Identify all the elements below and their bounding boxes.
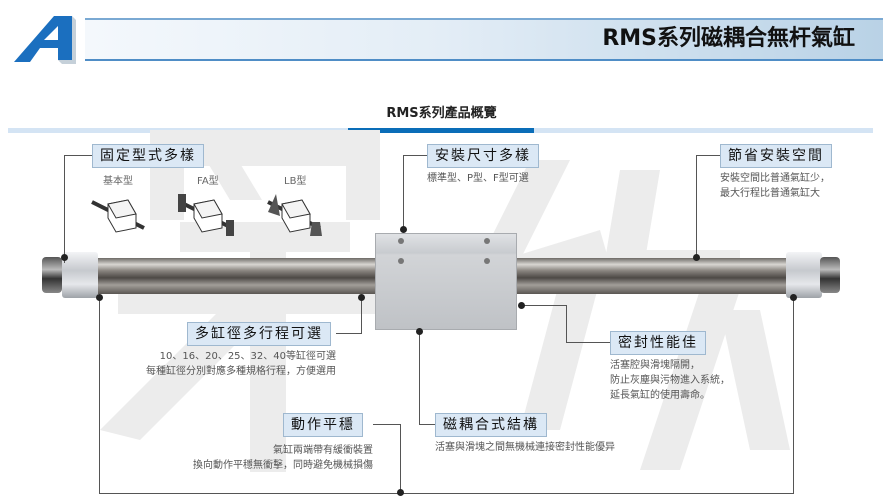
left-end-nut (42, 257, 62, 293)
header-band (85, 18, 883, 61)
left-end-cap (62, 252, 98, 298)
fa-type-icon (178, 194, 234, 236)
feature-desc-seal-3: 延長氣缸的使用壽命。 (610, 390, 710, 401)
section-title: RMS系列產品概覽 (386, 106, 497, 121)
feature-label-space: 節省安裝空間 (720, 144, 832, 168)
leader-line (521, 305, 567, 306)
leader-line (793, 298, 794, 493)
leader-dot (61, 254, 68, 261)
right-end-nut (820, 257, 840, 293)
brand-logo-icon (14, 16, 76, 64)
page-title: RMS系列磁耦合無杆氣缸 (602, 26, 855, 51)
feature-desc-smooth-1: 氣缸兩端帶有緩衝裝置 (273, 445, 373, 456)
basic-type-icon (91, 199, 145, 233)
feature-desc-seal-1: 活塞腔與滑塊隔開， (610, 360, 700, 371)
leader-dot (790, 294, 797, 301)
section-divider-accent (348, 128, 534, 133)
feature-desc-size: 標準型、P型、F型可選 (427, 173, 529, 184)
leader-dot (96, 294, 103, 301)
leader-line (696, 155, 697, 258)
mount-hole (484, 258, 490, 264)
leader-line (99, 298, 100, 493)
leader-line (336, 333, 362, 334)
slider-block (375, 233, 517, 330)
leader-dot (693, 254, 700, 261)
watermark-glyph-left (100, 130, 418, 472)
leader-line (566, 305, 567, 342)
leader-dot (518, 302, 525, 309)
feature-label-mounting: 固定型式多樣 (92, 144, 204, 168)
leader-line (64, 155, 92, 156)
leader-line (566, 342, 610, 343)
leader-line (403, 155, 404, 230)
leader-line (403, 155, 427, 156)
feature-desc-space-1: 安裝空間比普通氣缸少， (720, 173, 830, 184)
leader-dot (400, 226, 407, 233)
feature-desc-seal-2: 防止灰塵與污物進入系統， (610, 375, 730, 386)
feature-desc-magnetic: 活塞與滑塊之間無機械連接密封性能優异 (435, 442, 615, 453)
variant-label-basic: 基本型 (103, 176, 133, 187)
mount-hole (484, 238, 490, 244)
feature-label-size: 安裝尺寸多樣 (427, 144, 539, 168)
leader-dot (358, 294, 365, 301)
feature-label-seal: 密封性能佳 (610, 331, 706, 355)
feature-label-smooth: 動作平穩 (283, 413, 363, 437)
leader-line (696, 155, 720, 156)
mount-hole (398, 238, 404, 244)
variant-label-fa: FA型 (197, 176, 219, 187)
lb-type-icon (267, 194, 322, 236)
feature-desc-space-2: 最大行程比普通氣缸大 (720, 188, 820, 199)
leader-dot (416, 328, 423, 335)
feature-label-magnetic: 磁耦合式結構 (435, 413, 547, 437)
feature-desc-bore-1: 10、16、20、25、32、40等缸徑可選 (159, 351, 336, 362)
leader-line (64, 155, 65, 263)
leader-line (373, 424, 401, 425)
leader-line (419, 424, 435, 425)
variant-label-lb: LB型 (284, 176, 307, 187)
right-end-cap (786, 252, 822, 298)
leader-line (361, 298, 362, 333)
feature-desc-smooth-2: 換向動作平穩無衝擊，同時避免機械損傷 (193, 460, 373, 471)
leader-dot (397, 489, 404, 496)
mount-hole (398, 258, 404, 264)
leader-line (419, 332, 420, 424)
leader-line (99, 493, 794, 494)
feature-label-bore: 多缸徑多行程可選 (187, 322, 331, 346)
feature-desc-bore-2: 每種缸徑分別對應多種規格行程，方便選用 (146, 366, 336, 377)
leader-line (400, 424, 401, 493)
